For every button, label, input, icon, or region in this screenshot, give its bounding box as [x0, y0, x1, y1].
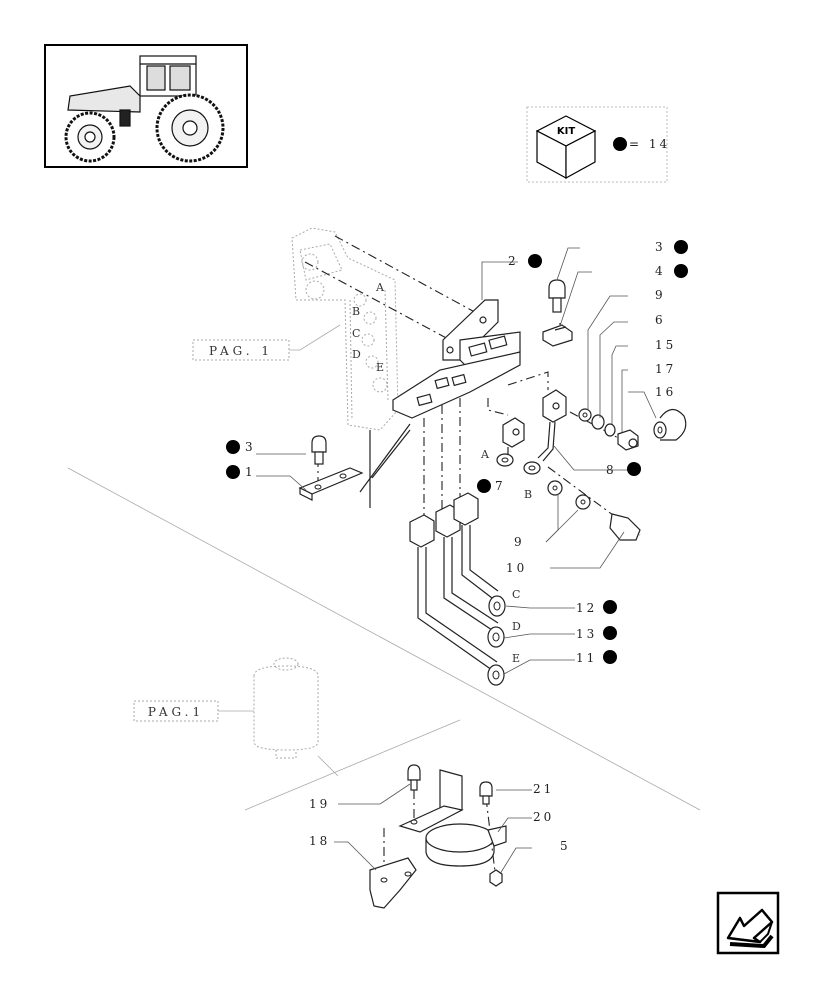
part-label-15[interactable]: 15 [655, 338, 676, 352]
part-label-16[interactable]: 16 [655, 385, 676, 399]
washer-9-lower-a[interactable] [547, 480, 563, 496]
valve-letter-b: B [352, 305, 360, 318]
part-labels: 2 3 4 9 6 15 17 16 8 7 3 1 9 10 12 13 11… [226, 240, 688, 853]
part-label-12[interactable]: 12 [576, 601, 597, 615]
pipe-d[interactable] [435, 504, 505, 648]
bracket-18[interactable] [369, 857, 417, 909]
kit-box-icon: KIT [535, 115, 597, 180]
kit-dot-11 [603, 650, 617, 664]
kit-legend: KIT = 14 [526, 106, 670, 183]
part-label-13[interactable]: 13 [576, 627, 597, 641]
screw-21[interactable] [479, 781, 493, 805]
part-label-7[interactable]: 7 [495, 479, 506, 493]
part-label-17[interactable]: 17 [655, 362, 676, 376]
screw-upper[interactable] [548, 279, 566, 313]
pipe-e[interactable] [409, 514, 505, 686]
kit-dot-2 [528, 254, 542, 268]
band-clamp-20[interactable] [425, 823, 507, 867]
filter-bracket[interactable] [398, 769, 464, 833]
pipe-letter-b: B [524, 488, 532, 501]
separator-lines [67, 467, 701, 811]
tractor-thumbnail-icon [64, 55, 225, 163]
valve-letter-e: E [376, 361, 384, 374]
washer-9-lower-b[interactable] [575, 494, 591, 510]
page-ref-upper[interactable]: PAG. 1 [192, 324, 341, 361]
fitting-a[interactable] [496, 417, 525, 467]
adapter-17[interactable] [617, 429, 639, 451]
fitting-b[interactable] [523, 389, 567, 475]
kit-dot-13 [603, 626, 617, 640]
part-label-3-upper[interactable]: 3 [655, 240, 666, 254]
part-label-10[interactable]: 10 [506, 561, 527, 575]
part-label-2[interactable]: 2 [508, 254, 519, 268]
part-label-9-lower[interactable]: 9 [514, 535, 525, 549]
pipe-letter-e: E [512, 652, 520, 665]
part-label-11[interactable]: 11 [576, 651, 597, 665]
part-label-1[interactable]: 1 [245, 465, 256, 479]
valve-letter-c: C [352, 327, 360, 340]
part-label-9-upper[interactable]: 9 [655, 288, 666, 302]
screw-19[interactable] [407, 764, 421, 791]
washer-9-upper[interactable] [578, 408, 592, 422]
washer-6[interactable] [591, 414, 605, 430]
kit-dot-7 [477, 479, 491, 493]
part-label-21[interactable]: 21 [533, 782, 554, 796]
page-ref-lower[interactable]: PAG.1 [133, 700, 254, 722]
leader-lines [256, 247, 657, 875]
kit-dot-3-upper [674, 240, 688, 254]
bracket-plate[interactable] [392, 299, 521, 419]
part-label-3-lower[interactable]: 3 [245, 440, 256, 454]
part-label-20[interactable]: 20 [533, 810, 554, 824]
page-ref-lower-text: PAG.1 [148, 705, 204, 719]
bolt-10[interactable] [609, 513, 641, 541]
kit-dot-8 [627, 462, 641, 476]
kit-bullet-dot [613, 137, 627, 151]
previous-page-button[interactable] [716, 891, 780, 955]
pipe-letter-d: D [512, 620, 521, 633]
previous-page-arrow-icon [726, 908, 774, 949]
kit-dot-1 [226, 465, 240, 479]
tractor-thumbnail[interactable] [44, 44, 248, 168]
ghost-valve-block [291, 227, 399, 431]
mounting-plate-1[interactable] [298, 467, 364, 501]
pipe-c[interactable] [453, 492, 506, 617]
part-label-4[interactable]: 4 [655, 264, 666, 278]
valve-letter-d: D [352, 348, 361, 361]
part-label-18[interactable]: 18 [309, 834, 330, 848]
part-label-5[interactable]: 5 [560, 839, 571, 853]
part-label-8[interactable]: 8 [606, 463, 617, 477]
union-15[interactable] [604, 423, 616, 437]
part-label-6[interactable]: 6 [655, 313, 666, 327]
kit-dot-4 [674, 264, 688, 278]
kit-count-text: = 14 [629, 137, 670, 151]
break-symbol [359, 423, 411, 508]
screw-lower[interactable] [311, 435, 327, 465]
pipe-letter-c: C [512, 588, 520, 601]
valve-letter-a: A [375, 281, 385, 294]
page-ref-upper-text: PAG. 1 [209, 344, 273, 358]
kit-dot-12 [603, 600, 617, 614]
cap-16[interactable] [653, 408, 687, 441]
clamp-plate[interactable] [542, 324, 573, 347]
kit-dot-3-lower [226, 440, 240, 454]
part-label-19[interactable]: 19 [309, 797, 330, 811]
ghost-filter [253, 657, 319, 759]
nut-5[interactable] [489, 869, 503, 887]
pipe-letter-a: A [480, 448, 490, 461]
kit-badge-text: KIT [557, 126, 575, 137]
